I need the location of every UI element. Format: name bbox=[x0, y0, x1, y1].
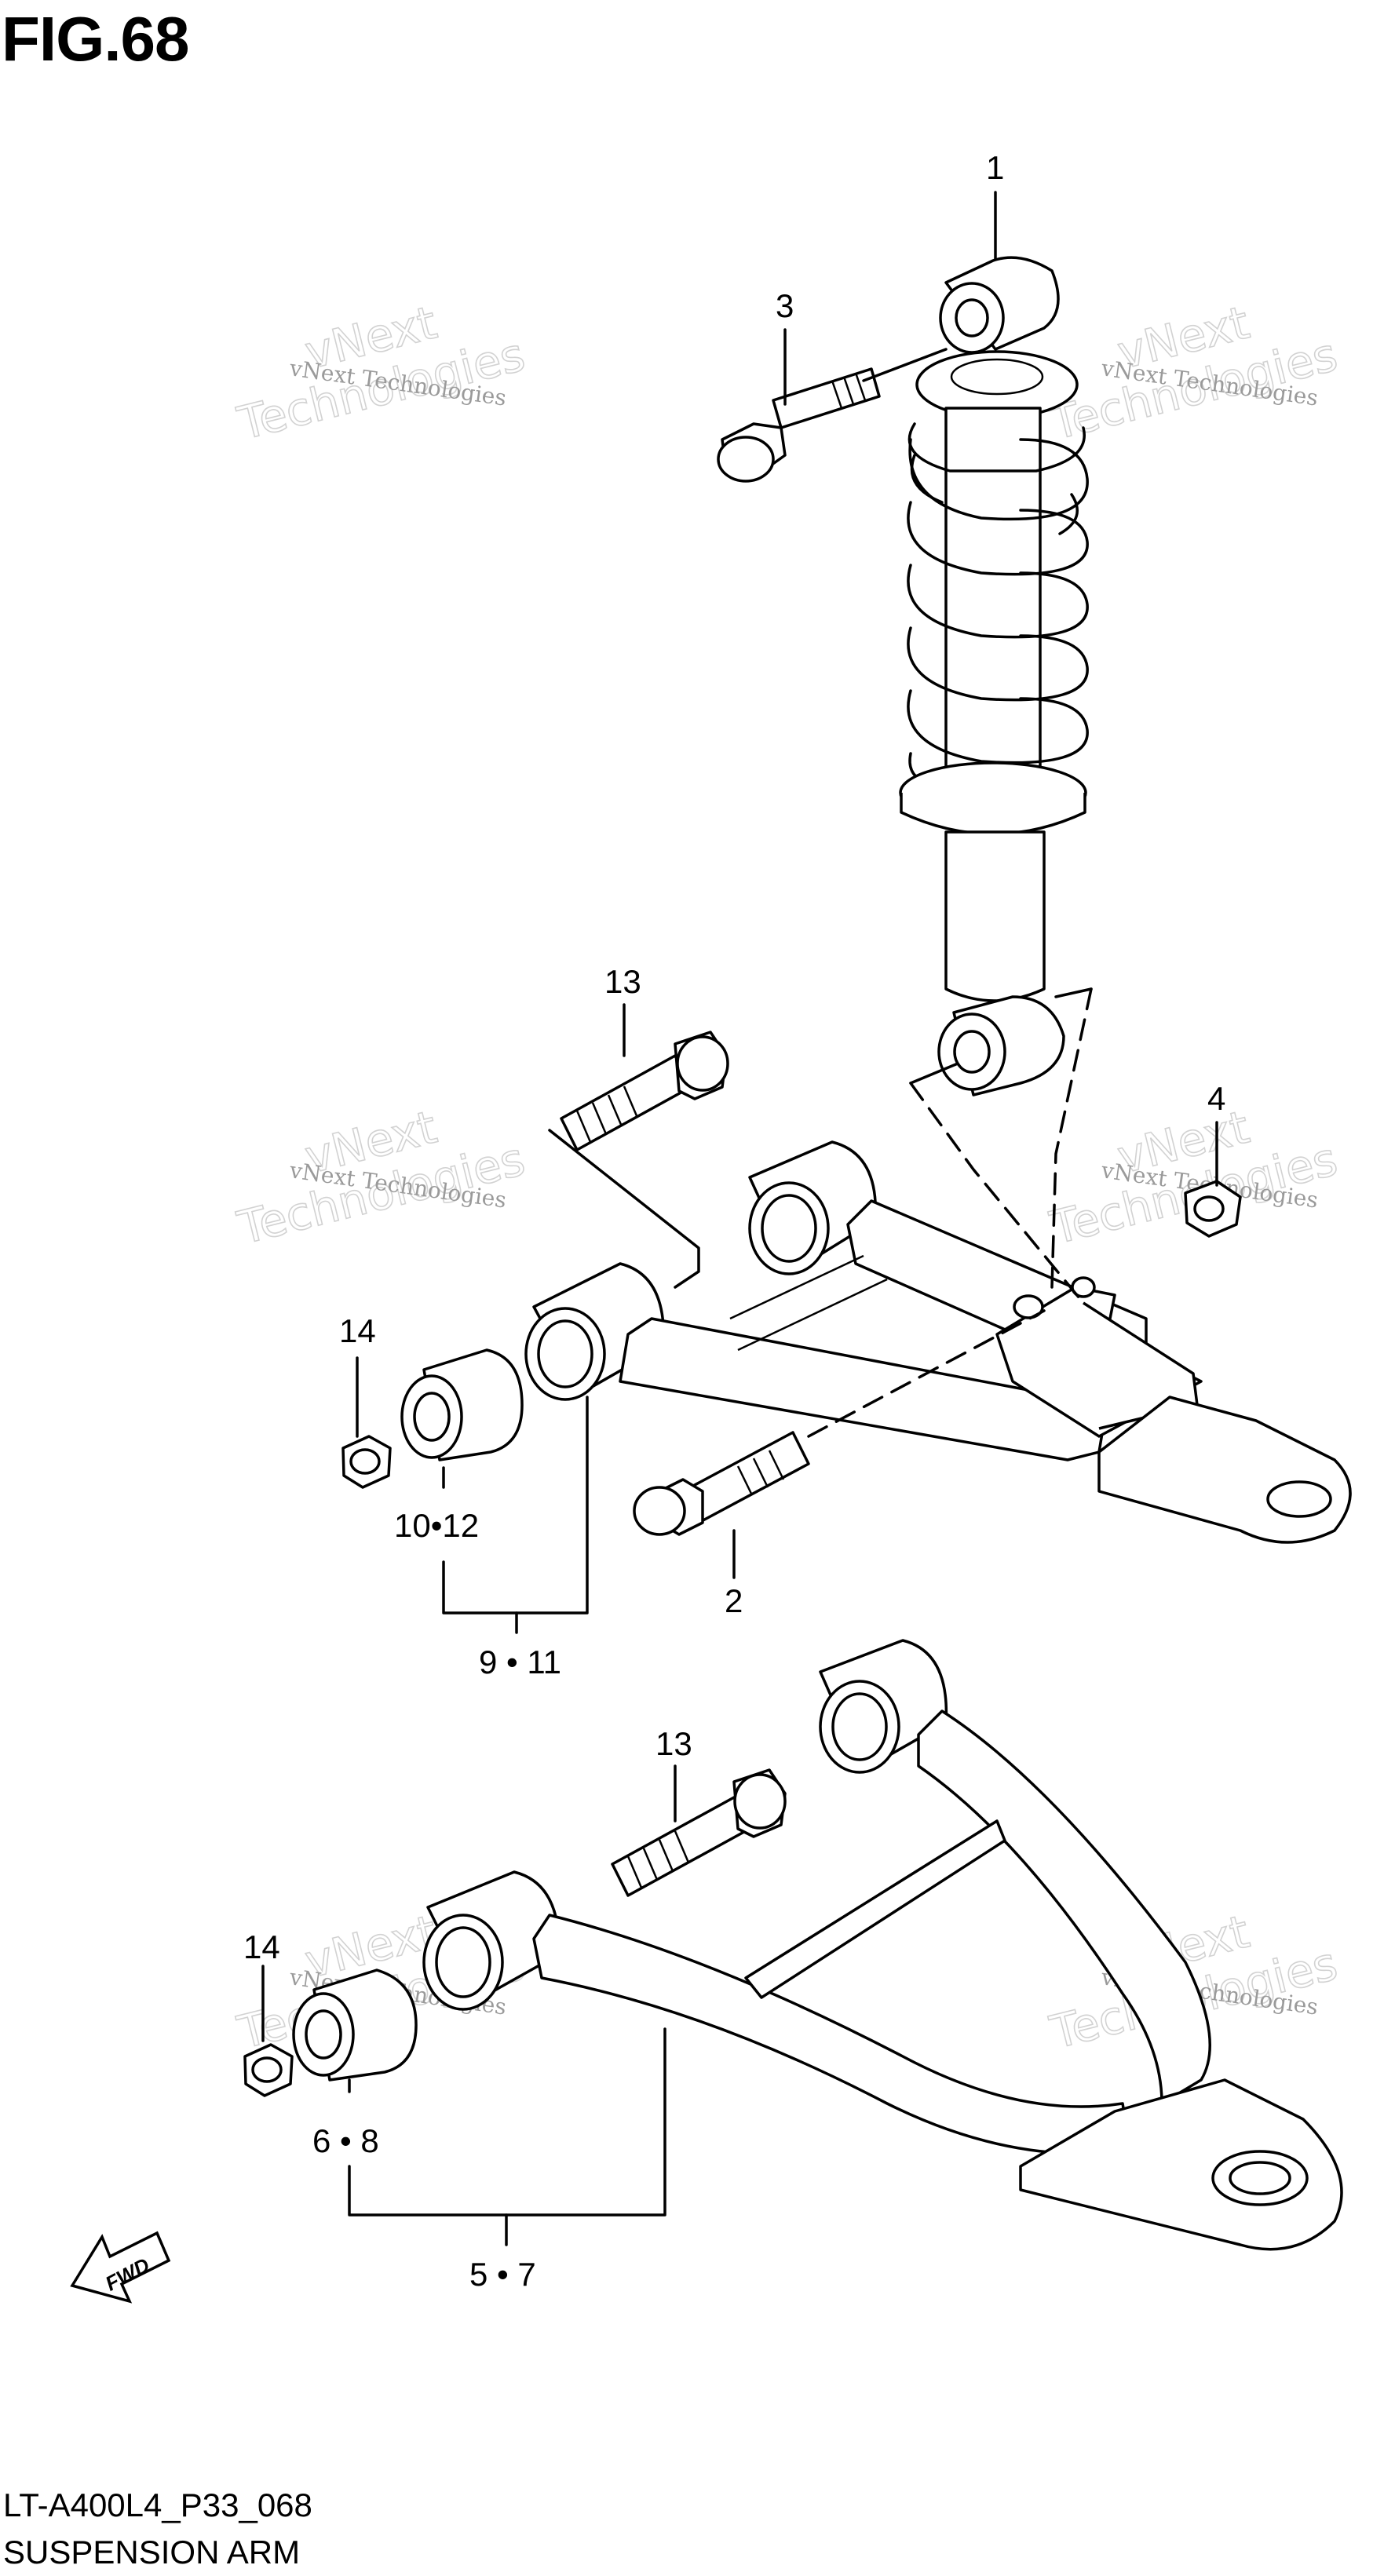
watermark-top-right: vNext Technologies vNext Technologies bbox=[1044, 295, 1343, 451]
watermark-mid-right: vNext Technologies vNext Technologies bbox=[1044, 1100, 1343, 1256]
shock-absorber bbox=[899, 256, 1089, 1096]
callout-9-11: 9 • 11 bbox=[479, 1644, 561, 1680]
callout-14-lower: 14 bbox=[243, 1928, 280, 1965]
leader-lines bbox=[261, 191, 1218, 2246]
callout-6-8: 6 • 8 bbox=[312, 2122, 379, 2159]
diagram-name: SUSPENSION ARM bbox=[3, 2534, 301, 2571]
figure-title: FIG.68 bbox=[2, 4, 190, 74]
fwd-arrow-icon: FWD bbox=[70, 2231, 171, 2304]
nut-14-lower bbox=[243, 2043, 294, 2097]
callout-14-upper: 14 bbox=[339, 1312, 376, 1349]
bolt-3 bbox=[717, 367, 881, 483]
diagram-code: LT-A400L4_P33_068 bbox=[3, 2487, 312, 2523]
upper-suspension-arm bbox=[524, 1140, 1352, 1544]
bolt-13-lower bbox=[611, 1768, 787, 1897]
bolt-2 bbox=[633, 1431, 810, 1536]
callout-13-upper: 13 bbox=[604, 963, 641, 1000]
callout-2: 2 bbox=[725, 1582, 743, 1619]
watermark-mid-left: vNext Technologies vNext Technologies bbox=[232, 1100, 531, 1256]
nut-14-upper bbox=[341, 1435, 392, 1489]
lower-suspension-arm bbox=[422, 1639, 1343, 2251]
callout-4: 4 bbox=[1207, 1080, 1225, 1117]
bushing-6-8 bbox=[292, 1968, 418, 2082]
callout-3: 3 bbox=[776, 287, 794, 324]
callout-10-12: 10•12 bbox=[394, 1507, 479, 1544]
callout-1: 1 bbox=[986, 149, 1004, 186]
watermark-top-left: vNext Technologies vNext Technologies bbox=[232, 295, 531, 451]
bolt-13-upper bbox=[560, 1031, 729, 1151]
bushing-10-12 bbox=[400, 1348, 524, 1461]
callout-labels: 1 3 13 4 14 10•12 2 9 • 11 13 14 6 • 8 5… bbox=[243, 149, 1225, 2293]
callout-13-lower: 13 bbox=[655, 1725, 692, 1762]
callout-5-7: 5 • 7 bbox=[469, 2256, 536, 2293]
